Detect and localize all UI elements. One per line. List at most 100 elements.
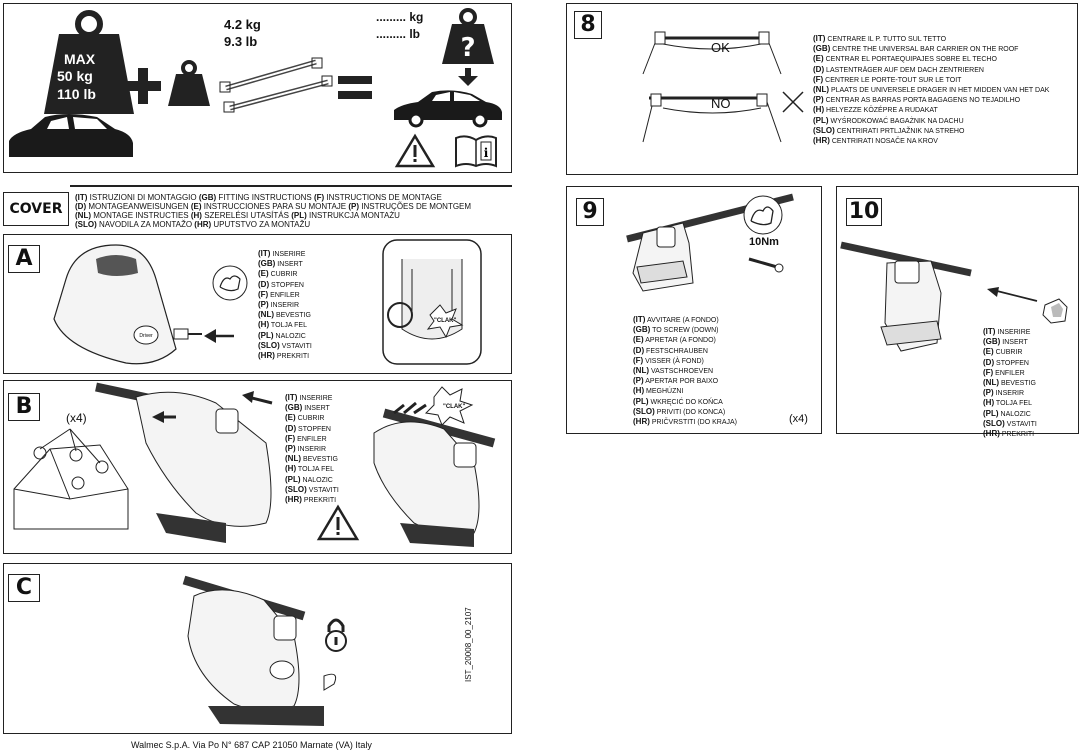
language-code: (SLO): [75, 220, 97, 229]
instruction-line: (SLO) VSTAVITI: [285, 485, 339, 495]
instruction-line: (NL) BEVESTIG: [285, 454, 339, 464]
instruction-text: CENTRAR AS BARRAS PORTA BAGAGENS NO TEJA…: [823, 97, 1021, 105]
instruction-text: SZERELÉSI UTASÍTÁS: [201, 211, 292, 220]
instruction-text: PLAATS DE UNIVERSELE DRAGER IN HET MIDDE…: [829, 87, 1050, 95]
language-code: (E): [983, 347, 994, 357]
language-code: (H): [813, 105, 825, 115]
step-b-panel: B (x4) (IT) INSERIRE(GB) INSERT(E) CUBRI…: [3, 380, 512, 554]
bar-foot-drawing: [95, 382, 273, 543]
instruction-line: (SLO) VSTAVITI: [983, 419, 1037, 429]
step-b-label: B: [8, 393, 40, 421]
language-code: (NL): [633, 366, 649, 376]
instruction-line: (H) MEGHÚZNI: [633, 386, 737, 396]
language-code: (IT): [813, 34, 826, 43]
language-code: (SLO): [258, 340, 280, 350]
cover-line: (IT) ISTRUZIONI DI MONTAGGIO (GB) FITTIN…: [75, 193, 471, 202]
cover-instructions: (IT) ISTRUZIONI DI MONTAGGIO (GB) FITTIN…: [75, 193, 471, 229]
step-a-panel: A Driver (IT) INSERIRE(GB) INSERT(E) CUB…: [3, 234, 512, 374]
instruction-line: (H) TOLJA FEL: [983, 398, 1037, 408]
instruction-text: NALOZIC: [273, 332, 306, 340]
language-code: (H): [983, 398, 995, 408]
insert-arrow-icon: [204, 329, 234, 343]
instruction-line: (H) TOLJA FEL: [258, 320, 312, 330]
step-b-clak: "CLAK": [443, 404, 466, 410]
language-code: (GB): [198, 193, 217, 202]
instruction-text: NAVODILA ZA MONTAŽO: [96, 220, 195, 229]
language-code: (E): [258, 269, 269, 279]
instruction-line: (NL) BEVESTIG: [983, 378, 1037, 388]
language-code: (D): [75, 202, 87, 211]
instruction-text: INSTRUÇÕES DE MONTGEM: [359, 202, 472, 211]
instruction-line: (H) HELYEZZE KÖZÉPRE A RUDAKAT: [813, 105, 1049, 115]
instruction-text: CENTRER LE PORTE-TOUT SUR LE TOIT: [823, 76, 962, 84]
instruction-text: CENTRARE IL P. TUTTO SUL TETTO: [825, 36, 947, 43]
language-code: (F): [258, 289, 269, 299]
instruction-text: TOLJA FEL: [296, 466, 334, 474]
instruction-line: (NL) BEVESTIG: [258, 310, 312, 320]
step-a-clak: "CLAK": [434, 318, 457, 324]
small-weight-icon: [168, 60, 210, 106]
instruction-line: (P) INSERIR: [258, 300, 312, 310]
instruction-line: (IT) INSERIRE: [285, 393, 339, 403]
language-code: (PL): [258, 330, 274, 340]
insert-hand-icon: [212, 265, 248, 301]
instruction-line: (E) CENTRAR EL PORTAEQUIPAJES SOBRE EL T…: [813, 54, 1049, 64]
instruction-text: UPUTSTVO ZA MONTAŽU: [211, 220, 311, 229]
language-code: (SLO): [285, 484, 307, 494]
instruction-text: STOPFEN: [296, 425, 331, 433]
language-code: (NL): [983, 378, 999, 388]
max-kg: 50 kg: [57, 68, 93, 84]
instruction-text: INSERT: [275, 261, 303, 269]
doc-code: IST_20008_00_2107: [464, 607, 473, 682]
language-code: (SLO): [633, 406, 655, 416]
unknown-weight-icon: ?: [442, 8, 494, 64]
instruction-line: (E) CUBRIR: [983, 347, 1037, 357]
instruction-text: INSERIR: [268, 302, 300, 310]
instruction-line: (P) INSERIR: [285, 444, 339, 454]
language-code: (P): [285, 444, 296, 454]
load-kg: ......... kg: [376, 10, 424, 24]
step-b-count: (x4): [66, 411, 87, 425]
language-code: (F): [813, 74, 824, 84]
instruction-line: (P) INSERIR: [983, 388, 1037, 398]
language-code: (GB): [633, 325, 651, 335]
language-code: (IT): [983, 327, 996, 336]
end-cap-drawing: [840, 241, 972, 352]
ok-label: OK: [711, 40, 730, 55]
instruction-text: STOPFEN: [269, 281, 304, 289]
bars-lb: 9.3 lb: [224, 34, 258, 49]
roof-foot-drawing: [13, 428, 129, 530]
language-code: (D): [983, 357, 995, 367]
instruction-text: MEGHÚZNI: [644, 388, 684, 396]
instruction-text: INSERIRE: [270, 251, 306, 258]
bar-click-drawing: [373, 386, 496, 547]
sedan-car-icon: [394, 90, 502, 128]
step-a-label: A: [8, 245, 40, 273]
instruction-text: FITTING INSTRUCTIONS: [216, 193, 314, 202]
instruction-text: AVVITARE (A FONDO): [645, 317, 719, 324]
instruction-text: CENTRE THE UNIVERSAL BAR CARRIER ON THE …: [830, 46, 1019, 54]
max-weight-icon: [44, 10, 134, 114]
locked-foot-drawing: [182, 575, 337, 726]
instruction-line: (F) ENFILER: [258, 290, 312, 300]
language-code: (IT): [285, 393, 298, 402]
language-code: (HR): [194, 220, 212, 229]
instruction-line: (PL) NALOZIC: [285, 475, 339, 485]
centered-bar-drawing: [642, 31, 782, 75]
torque-value: 10Nm: [749, 236, 779, 248]
language-code: (H): [190, 211, 202, 220]
instruction-text: BEVESTIG: [274, 312, 311, 320]
lock-detail-drawing: [382, 239, 482, 365]
instruction-line: (HR) CENTRIRATI NOSAČE NA KROV: [813, 136, 1049, 146]
max-lb: 110 lb: [57, 86, 96, 102]
instruction-text: MONTAGEANWEISUNGEN: [86, 202, 191, 211]
wrench-icon: [748, 257, 784, 273]
step-8-instructions: (IT) CENTRARE IL P. TUTTO SUL TETTO(GB) …: [813, 34, 1049, 146]
step-b-instructions: (IT) INSERIRE(GB) INSERT(E) CUBRIR(D) ST…: [285, 393, 339, 505]
instruction-line: (PL) NALOZIC: [983, 409, 1037, 419]
language-code: (GB): [983, 337, 1001, 347]
cover-rule: [70, 185, 512, 187]
instruction-text: VASTSCHROEVEN: [649, 368, 714, 376]
language-code: (HR): [258, 351, 275, 361]
instruction-line: (P) CENTRAR AS BARRAS PORTA BAGAGENS NO …: [813, 95, 1049, 105]
